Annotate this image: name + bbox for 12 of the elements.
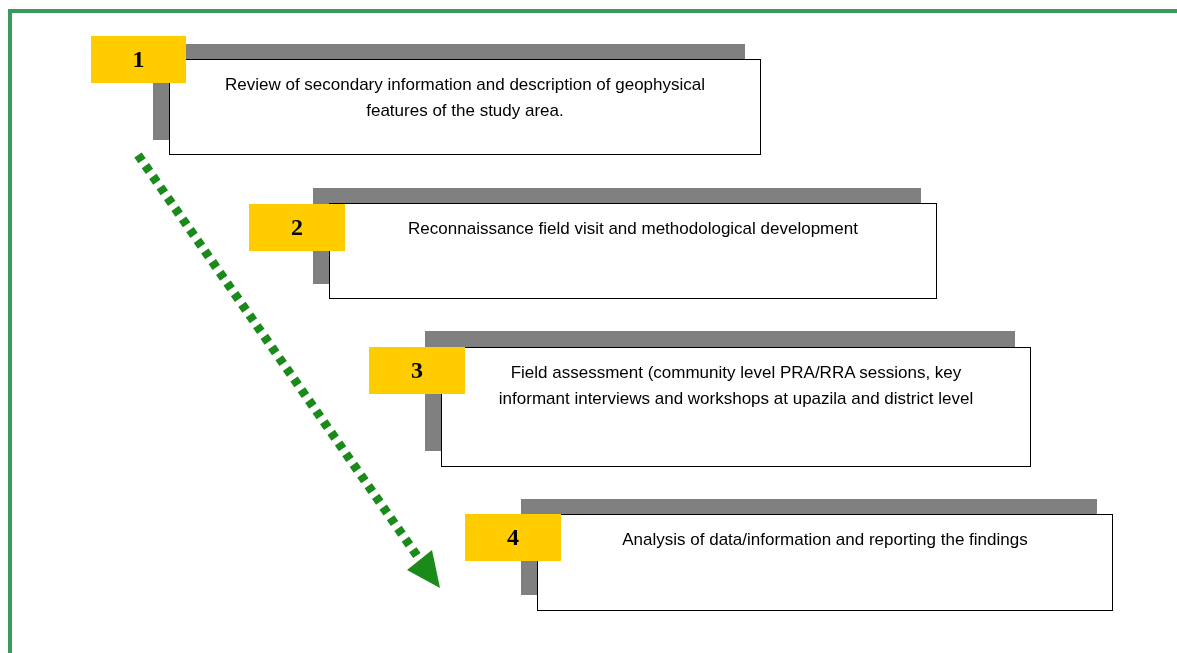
step-number-badge: 4	[465, 514, 561, 561]
step-description: Reconnaissance field visit and methodological development	[408, 218, 858, 240]
step-box	[329, 203, 937, 299]
step-box	[169, 59, 761, 155]
step-box	[441, 347, 1031, 467]
step-description: Field assessment (community level PRA/RRA sessions, key informant interviews and workshops at upazila and district level	[497, 362, 975, 410]
step-number-badge: 1	[91, 36, 186, 83]
step-description: Review of secondary information and description of geophysical features of the study area.	[223, 74, 706, 122]
step-box	[537, 514, 1113, 611]
step-number-badge: 2	[249, 204, 345, 251]
step-number-badge: 3	[369, 347, 465, 394]
step-description: Analysis of data/information and reporting the findings	[622, 529, 1028, 551]
